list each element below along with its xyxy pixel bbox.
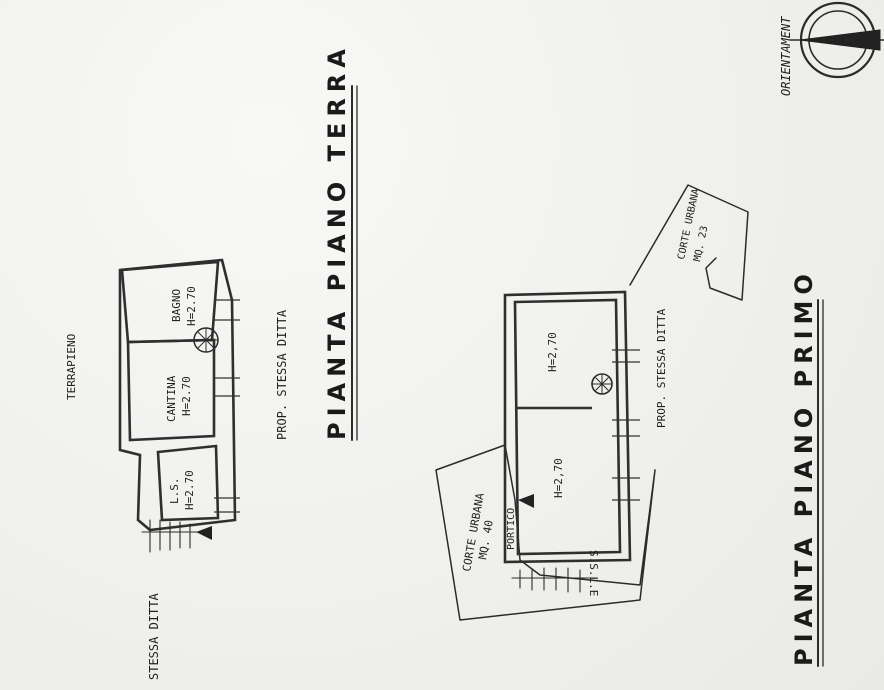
- first-floor-title: PIANTA PIANO PRIMO: [790, 268, 818, 666]
- room-1-height: H=2,70: [546, 332, 559, 372]
- compass-rose: [789, 1, 884, 79]
- side-owner-label: STESSA DITTA: [147, 593, 161, 680]
- ls-name: L.S.: [168, 478, 181, 505]
- stair-text: S.S.L.E: [587, 550, 600, 596]
- ground-floor-title: PIANTA PIANO TERRA: [323, 43, 351, 440]
- ground-floor-plan: [118, 258, 240, 553]
- compass-label: ORIENTAMENT: [779, 16, 793, 96]
- first-neighbor-label: PROP. STESSA DITTA: [655, 308, 668, 428]
- courtyard-2-area: MQ. 23: [692, 225, 710, 263]
- ground-neighbor-label: PROP. STESSA DITTA: [275, 309, 289, 440]
- bath-name: BAGNO: [170, 289, 183, 322]
- room-2-height: H=2,70: [552, 458, 565, 498]
- bath-height: H=2.70: [185, 286, 198, 326]
- portico-label: PORTICO: [506, 508, 517, 550]
- ls-height: H=2.70: [183, 470, 196, 510]
- cellar-height: H=2.70: [180, 376, 193, 416]
- embankment-label: TERRAPIENO: [65, 334, 78, 400]
- cellar-name: CANTINA: [165, 375, 178, 422]
- first-floor-plan: [435, 184, 749, 621]
